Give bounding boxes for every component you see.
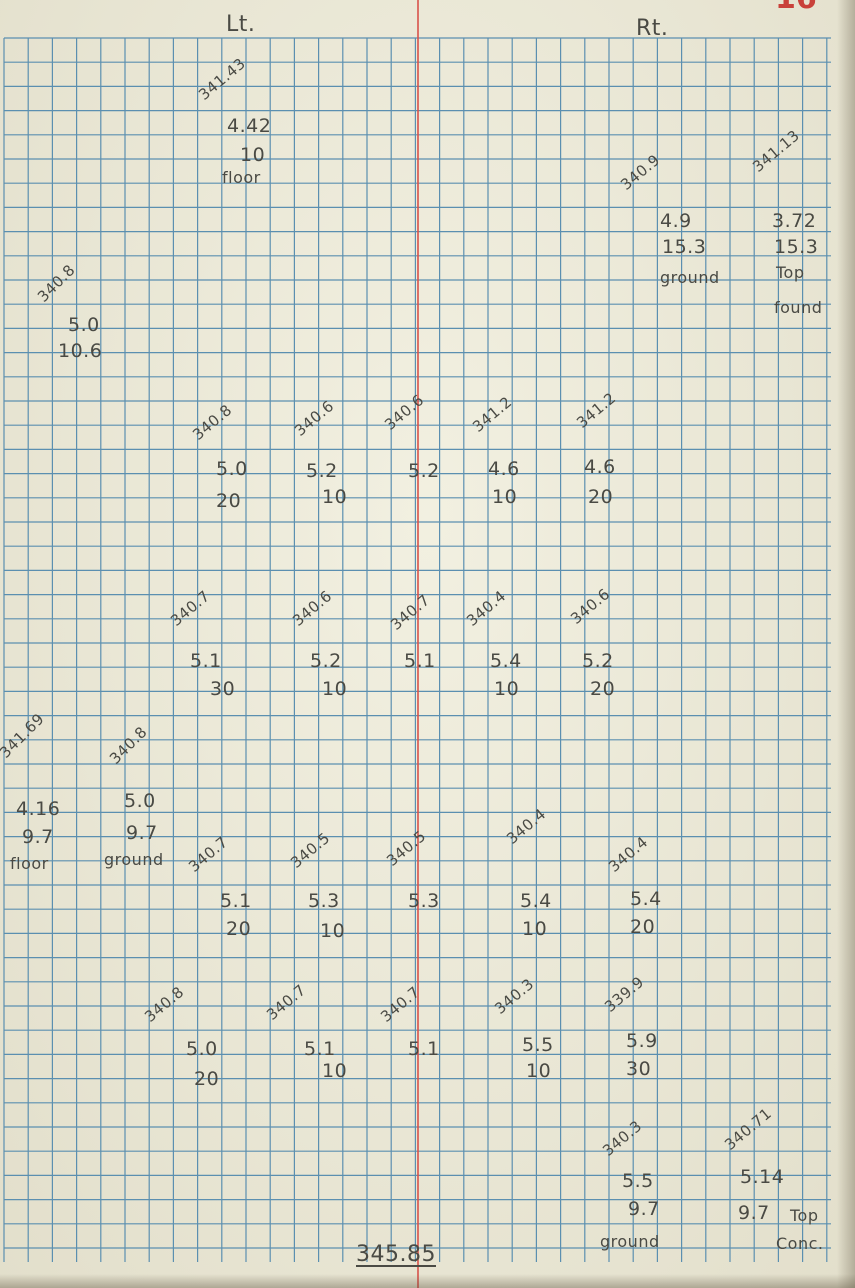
total-elevation: 345.85 <box>356 1242 436 1267</box>
reading: 4.42 <box>227 115 272 137</box>
distance: 30 <box>626 1058 652 1080</box>
label: floor <box>10 854 49 873</box>
reading: 5.1 <box>220 890 252 912</box>
distance: 10 <box>526 1060 552 1082</box>
distance: 20 <box>590 678 616 700</box>
reading: 4.6 <box>488 458 520 480</box>
reading: 5.2 <box>306 460 338 482</box>
page-number: 16 <box>775 0 825 14</box>
reading: 5.5 <box>622 1170 654 1192</box>
distance: 9.7 <box>126 822 158 844</box>
distance: 10 <box>320 920 346 942</box>
distance: 20 <box>588 486 614 508</box>
page-edge-shadow <box>837 0 855 1288</box>
distance: 10 <box>322 1060 348 1082</box>
label: Top <box>790 1206 819 1225</box>
distance: 9.7 <box>628 1198 660 1220</box>
reading: 3.72 <box>772 210 817 232</box>
label: Top <box>776 263 805 282</box>
page-bottom-shadow <box>0 1274 855 1288</box>
reading: 4.16 <box>16 798 61 820</box>
distance: 10 <box>240 144 266 166</box>
reading: 5.0 <box>68 314 100 336</box>
distance: 20 <box>194 1068 220 1090</box>
distance: 20 <box>226 918 252 940</box>
reading: 5.2 <box>408 460 440 482</box>
distance: 10 <box>522 918 548 940</box>
reading: 5.14 <box>740 1166 785 1188</box>
distance: 15.3 <box>774 236 819 258</box>
reading: 5.2 <box>582 650 614 672</box>
reading: 5.0 <box>124 790 156 812</box>
reading: 5.5 <box>522 1034 554 1056</box>
reading: 5.3 <box>308 890 340 912</box>
header-left: Lt. <box>226 12 256 37</box>
distance: 15.3 <box>662 236 707 258</box>
label: ground <box>104 850 164 869</box>
label: ground <box>660 268 720 287</box>
label: found <box>774 298 823 317</box>
label: Conc. <box>776 1234 824 1253</box>
reading: 5.1 <box>304 1038 336 1060</box>
reading: 5.1 <box>408 1038 440 1060</box>
distance: 10 <box>322 678 348 700</box>
distance: 10.6 <box>58 340 103 362</box>
distance: 10 <box>322 486 348 508</box>
reading: 5.1 <box>404 650 436 672</box>
header-right: Rt. <box>636 16 669 41</box>
distance: 20 <box>630 916 656 938</box>
reading: 5.0 <box>186 1038 218 1060</box>
label: floor <box>222 168 261 187</box>
reading: 5.2 <box>310 650 342 672</box>
reading: 5.4 <box>490 650 522 672</box>
distance: 9.7 <box>738 1202 770 1224</box>
reading: 5.3 <box>408 890 440 912</box>
reading: 5.4 <box>630 888 662 910</box>
reading: 5.4 <box>520 890 552 912</box>
distance: 10 <box>494 678 520 700</box>
label: ground <box>600 1232 660 1251</box>
distance: 20 <box>216 490 242 512</box>
distance: 30 <box>210 678 236 700</box>
distance: 9.7 <box>22 826 54 848</box>
reading: 5.9 <box>626 1030 658 1052</box>
reading: 4.6 <box>584 456 616 478</box>
reading: 5.0 <box>216 458 248 480</box>
reading: 5.1 <box>190 650 222 672</box>
reading: 4.9 <box>660 210 692 232</box>
distance: 10 <box>492 486 518 508</box>
